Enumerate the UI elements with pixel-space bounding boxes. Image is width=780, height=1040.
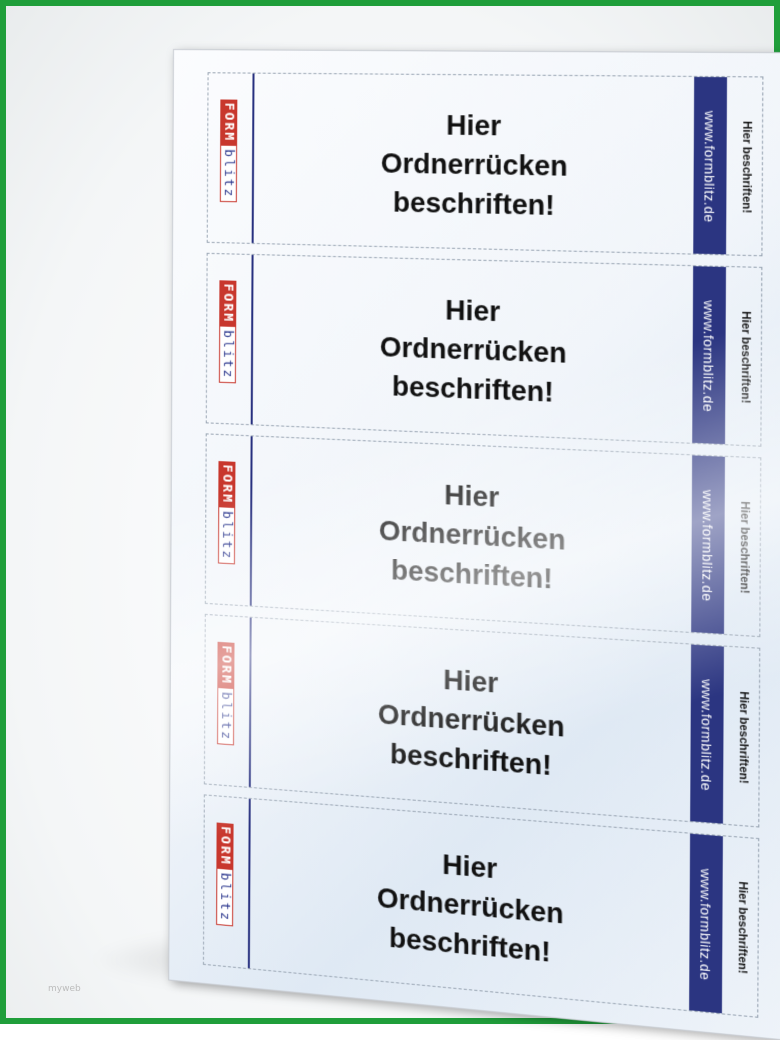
side-caption-text: Hier beschriften!: [737, 500, 752, 594]
divider-line: [247, 798, 251, 969]
url-text: www.formblitz.de: [699, 489, 717, 602]
label-heading: Hier Ordnerrücken beschriften!: [264, 830, 683, 984]
logo-form: FORM: [217, 641, 236, 689]
side-caption: Hier beschriften!: [729, 837, 756, 1017]
side-caption-text: Hier beschriften!: [738, 310, 753, 404]
url-bar: www.formblitz.de: [690, 644, 724, 824]
label-heading: Hier Ordnerrücken beschriften!: [267, 286, 687, 418]
divider-line: [250, 254, 254, 425]
url-bar: www.formblitz.de: [689, 833, 723, 1014]
label-heading: Hier Ordnerrücken beschriften!: [265, 649, 684, 796]
url-bar: www.formblitz.de: [691, 455, 725, 634]
side-caption: Hier beschriften!: [731, 457, 758, 636]
logo-blitz: blitz: [219, 325, 237, 384]
divider-line: [249, 436, 253, 606]
heading-line: beschriften!: [392, 187, 555, 222]
watermark: myweb: [48, 984, 81, 994]
url-bar: www.formblitz.de: [693, 76, 728, 255]
side-caption: Hier beschriften!: [732, 267, 759, 445]
logo-form: FORM: [216, 822, 235, 870]
url-text: www.formblitz.de: [701, 110, 719, 223]
logo-blitz: blitz: [216, 868, 234, 927]
divider-line: [251, 73, 255, 243]
url-text: www.formblitz.de: [700, 299, 718, 413]
logo-blitz: blitz: [218, 506, 236, 565]
label-heading: Hier Ordnerrücken beschriften!: [266, 467, 685, 606]
side-caption-text: Hier beschriften!: [739, 120, 754, 214]
side-caption-text: Hier beschriften!: [736, 690, 751, 785]
logo-form: FORM: [220, 99, 238, 146]
logo-form: FORM: [218, 461, 236, 508]
logo-blitz: blitz: [217, 687, 235, 746]
logo-form: FORM: [219, 280, 237, 327]
side-caption-text: Hier beschriften!: [735, 880, 750, 975]
side-caption: Hier beschriften!: [733, 77, 760, 255]
url-text: www.formblitz.de: [698, 678, 716, 792]
label-heading: Hier Ordnerrücken beschriften!: [268, 104, 688, 228]
heading-line: Hier: [446, 109, 502, 142]
side-caption: Hier beschriften!: [730, 647, 757, 826]
url-text: www.formblitz.de: [697, 867, 715, 982]
logo-blitz: blitz: [220, 144, 238, 203]
url-bar: www.formblitz.de: [692, 266, 727, 445]
divider-line: [248, 617, 252, 787]
